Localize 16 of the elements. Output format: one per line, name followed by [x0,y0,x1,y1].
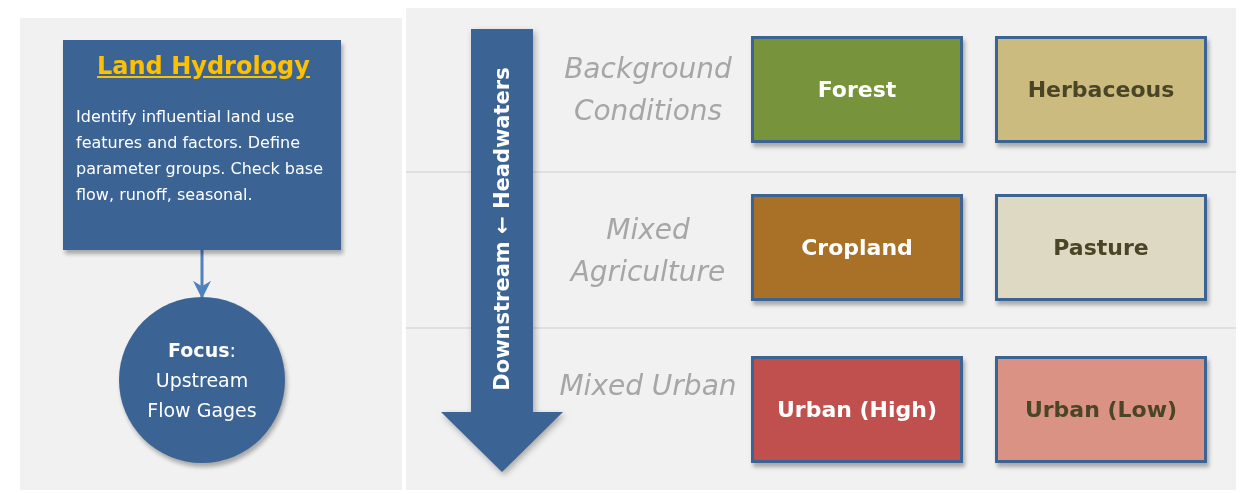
row-label: Background Conditions [563,51,733,129]
arrow [193,250,211,299]
land-cover-box: Cropland [751,194,963,301]
row-label: Mixed Agriculture [568,212,727,290]
box-description: Identify influential land use features and factors. Define parameter groups. Check base flow, runoff, seasonal. [76,106,324,206]
circle-heading: Focus: [168,338,236,363]
land-cover-box: Urban (Low) [995,356,1207,463]
land-cover-box: Urban (High) [751,356,963,463]
arrow-label: Downstream ← Headwaters [490,67,514,391]
row-label: Mixed Urban [558,368,738,404]
box-heading: Land Hydrology [97,52,310,80]
land-cover-box: Herbaceous [995,36,1207,143]
land-cover-box: Pasture [995,194,1207,301]
process-box [63,40,341,250]
land-cover-box: Forest [751,36,963,143]
circle-text: Upstream Flow Gages [146,368,258,423]
